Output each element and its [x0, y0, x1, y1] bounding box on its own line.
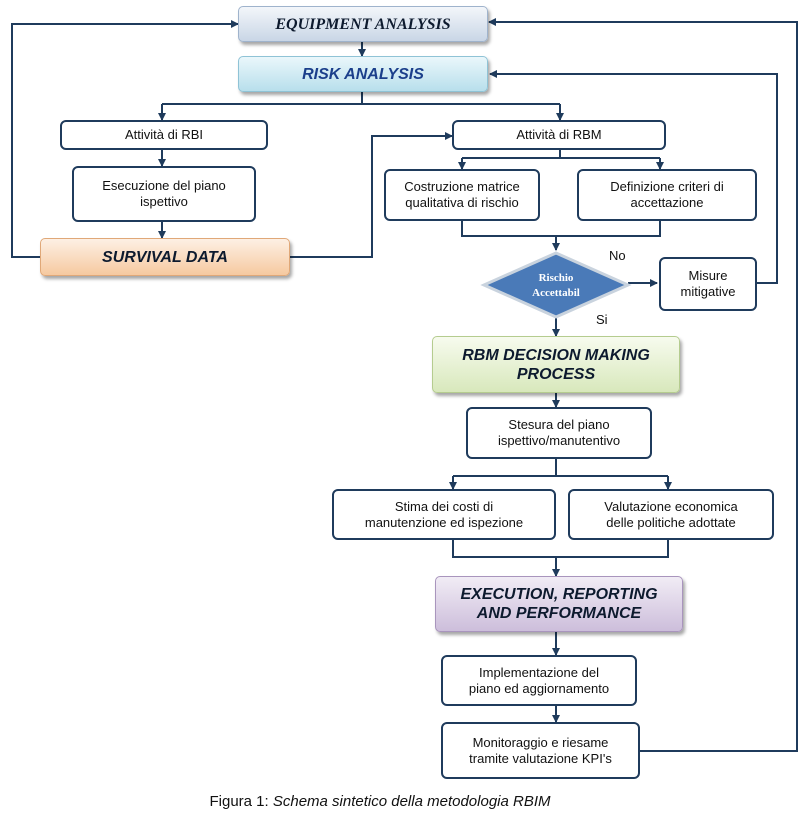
stesura-split-connector [453, 459, 668, 477]
box-costruzione-matrice: Costruzione matrice qualitativa di risch… [384, 169, 540, 221]
box-misure-mitigative: Misure mitigative [659, 257, 757, 311]
label-no: No [609, 248, 626, 263]
phase-execution-reporting: EXECUTION, REPORTING AND PERFORMANCE [435, 576, 683, 632]
box-monitoraggio: Monitoraggio e riesame tramite valutazio… [441, 722, 640, 779]
box-stima-costi: Stima dei costi di manutenzione ed ispez… [332, 489, 556, 540]
phase-survival-data: SURVIVAL DATA [40, 238, 290, 276]
box-valutazione-economica: Valutazione economica delle politiche ad… [568, 489, 774, 540]
arrow-monitoraggio-to-equipment [488, 18, 798, 752]
box-attivita-rbi: Attività di RBI [60, 120, 268, 150]
box-esecuzione-piano: Esecuzione del piano ispettivo [72, 166, 256, 222]
box-stesura-piano: Stesura del piano ispettivo/manutentivo [466, 407, 652, 459]
risk-split-connector [162, 92, 560, 105]
arrow-survival-to-rbm [290, 132, 453, 258]
phase-risk-analysis: RISK ANALYSIS [238, 56, 488, 92]
caption-text: Schema sintetico della metodologia RBIM [272, 793, 551, 810]
box-definizione-criteri: Definizione criteri di accettazione [577, 169, 757, 221]
decision-line1: Rischio [539, 272, 574, 284]
merge-connector [461, 221, 661, 237]
merge-exec-connector [452, 540, 669, 558]
arrow-survival-to-equipment [11, 20, 239, 258]
label-si: Si [596, 312, 608, 327]
decision-line2: Accettabil [532, 287, 580, 299]
decision-diamond [480, 251, 632, 319]
box-attivita-rbm: Attività di RBM [452, 120, 666, 150]
phase-rbm-decision-making: RBM DECISION MAKING PROCESS [432, 336, 680, 393]
rbm-split-connector [462, 150, 660, 159]
caption-prefix: Figura 1: [209, 793, 273, 810]
figure-caption: Figura 1: Schema sintetico della metodol… [0, 793, 760, 810]
phase-equipment-analysis: EQUIPMENT ANALYSIS [238, 6, 488, 42]
arrow-misure-to-risk [489, 70, 778, 284]
box-implementazione: Implementazione del piano ed aggiornamen… [441, 655, 637, 706]
